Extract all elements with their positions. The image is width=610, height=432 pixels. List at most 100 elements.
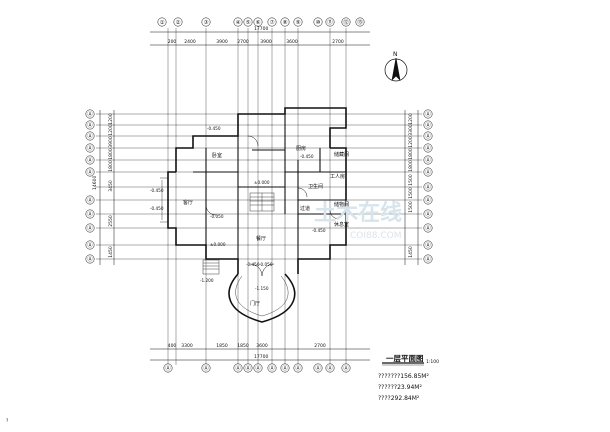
- left-total-dimension: 14600: [92, 176, 98, 190]
- axis-bubble: [163, 363, 173, 373]
- axis-bubble: [423, 240, 433, 250]
- axis-bubble: [157, 17, 167, 27]
- axis-bubble: [423, 182, 433, 192]
- level-mark: -0.050: [210, 214, 224, 219]
- drawing-title: 一层平面图: [386, 354, 424, 363]
- axis-bubble: [85, 109, 95, 119]
- axis-bubble-label: ⑤: [246, 20, 251, 26]
- dimension-text: 400: [168, 343, 177, 349]
- axis-bubble: [85, 240, 95, 250]
- level-mark: -0.450: [150, 188, 164, 193]
- axis-bubble-label: ⑦: [270, 19, 275, 26]
- area-summary-3: ????292.84M²: [378, 395, 420, 402]
- axis-bubble: [233, 17, 243, 27]
- axis-bubble-label: Ⓐ: [203, 364, 209, 372]
- axis-bubble: [280, 17, 290, 27]
- dimension-text: 1450: [108, 246, 114, 258]
- axis-bubble: [423, 120, 433, 130]
- axis-bubble-label: ⑬: [357, 18, 363, 26]
- axis-bubble: [423, 209, 433, 219]
- axis-bubble-label: Ⓐ: [425, 121, 431, 129]
- level-mark: -0.450: [207, 126, 221, 131]
- axis-bubble-label: Ⓐ: [425, 255, 431, 263]
- area-summary-1: ???????156.85M²: [378, 373, 429, 380]
- axis-bubble-label: ⑧: [283, 20, 288, 26]
- axis-bubble: [201, 17, 211, 27]
- level-mark: -1.200: [200, 278, 214, 283]
- level-mark: ±0.000: [254, 180, 270, 185]
- axis-bubble: [293, 363, 303, 373]
- axis-bubble: [85, 131, 95, 141]
- dimension-text: 1850: [237, 343, 249, 349]
- axis-bubble: [85, 167, 95, 177]
- axis-bubble-label: ②: [176, 19, 181, 26]
- axis-bubble-label: Ⓐ: [269, 364, 275, 372]
- axis-bubble-label: ⑥: [256, 20, 261, 26]
- axis-bubble: [243, 17, 253, 27]
- dimension-text: 3900: [216, 39, 228, 45]
- room-label-storage: 储藏间: [334, 151, 349, 158]
- axis-bubble: [423, 109, 433, 119]
- axis-bubble-label: Ⓐ: [425, 168, 431, 176]
- dimension-text: 2550: [108, 215, 114, 227]
- axis-bubble-label: Ⓐ: [87, 224, 93, 232]
- axis-bubble-label: Ⓐ: [343, 364, 349, 372]
- axis-bubble: [423, 167, 433, 177]
- axis-bubble-label: Ⓐ: [87, 210, 93, 218]
- axis-bubble: [355, 17, 365, 27]
- axis-bubble-label: Ⓐ: [315, 364, 321, 372]
- dimension-text: 1850: [216, 343, 228, 349]
- axis-bubble: [423, 254, 433, 264]
- axis-bubble: [341, 17, 351, 27]
- dimension-text: 2700: [314, 343, 326, 349]
- axis-bubble-label: Ⓐ: [165, 364, 171, 372]
- axis-bubble: [243, 363, 253, 373]
- axis-bubble: [85, 195, 95, 205]
- axis-bubble: [85, 223, 95, 233]
- axis-bubble: [423, 223, 433, 233]
- dimension-text: 2700: [332, 39, 344, 45]
- dimension-text: 3300: [181, 343, 193, 349]
- axis-bubble-label: ⑨: [296, 19, 301, 26]
- area-summary-2: ??????23.94M²: [378, 384, 422, 391]
- dimension-text: 1800: [408, 148, 414, 160]
- axis-bubble: [85, 120, 95, 130]
- dimension-text: 3450: [108, 180, 114, 192]
- axis-bubble-label: Ⓐ: [87, 196, 93, 204]
- axis-bubble-label: Ⓐ: [425, 144, 431, 152]
- dimension-text: 3300: [408, 124, 414, 136]
- axis-bubble-label: Ⓐ: [425, 224, 431, 232]
- drawing-scale: 1:100: [426, 359, 439, 365]
- axis-bubble: [85, 209, 95, 219]
- level-mark: -0.450: [150, 206, 164, 211]
- room-label-dining: 餐厅: [256, 235, 266, 242]
- dimension-text: 2700: [237, 39, 249, 45]
- level-mark: -0.450: [312, 228, 326, 233]
- axis-bubble: [423, 155, 433, 165]
- dimension-text: 1500: [408, 187, 414, 199]
- axis-bubble: [253, 17, 263, 27]
- axis-bubble-label: Ⓐ: [255, 364, 261, 372]
- page-marker: ?: [6, 418, 9, 424]
- dimension-text: 1200: [408, 113, 414, 125]
- axis-bubble-label: Ⓐ: [282, 364, 288, 372]
- room-label-bedroom: 卧室: [212, 152, 222, 159]
- axis-bubble-label: Ⓐ: [425, 210, 431, 218]
- axis-bubble-label: ④: [236, 20, 241, 26]
- level-mark: ±0.000: [210, 242, 226, 247]
- axis-bubble: [173, 17, 183, 27]
- dimension-text: 1800: [108, 160, 114, 172]
- axis-bubble: [267, 363, 277, 373]
- room-label-kitchen: 厨房: [296, 145, 306, 152]
- axis-bubble-label: Ⓐ: [87, 144, 93, 152]
- room-label-foyer: 门厅: [250, 300, 260, 307]
- axis-bubble-label: Ⓐ: [87, 241, 93, 249]
- axis-bubble-label: ①: [160, 20, 165, 26]
- dimension-text: 1500: [408, 174, 414, 186]
